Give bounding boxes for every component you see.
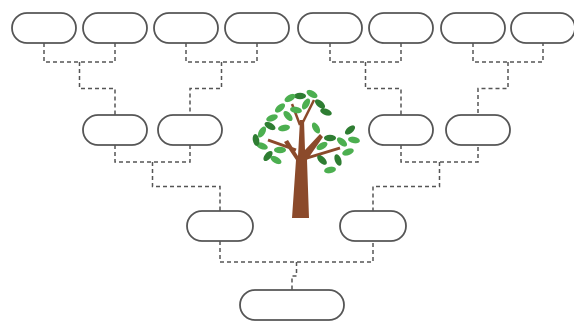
connector-bracket: [400, 145, 479, 163]
tree-trunk: [284, 120, 323, 218]
person-box-shape: [445, 114, 511, 146]
connector-drop: [151, 162, 221, 211]
tree-leaf: [274, 103, 286, 113]
tree-leaf: [283, 110, 293, 122]
person-box-shape: [368, 114, 434, 146]
person-box-shape: [368, 12, 434, 44]
person-box-shape: [297, 12, 363, 44]
connector-drop: [364, 62, 402, 115]
tree-leaf: [314, 99, 326, 109]
connector-bracket: [185, 43, 258, 63]
tree-leaf: [294, 92, 306, 100]
person-box-gen3-1[interactable]: [82, 114, 148, 146]
tree-branch: [301, 99, 316, 123]
person-box-shape: [153, 12, 219, 44]
person-box-shape: [82, 114, 148, 146]
connector-drop: [189, 62, 223, 115]
person-box-shape: [224, 12, 290, 44]
tree-branch: [267, 138, 297, 152]
tree-leaf: [301, 98, 311, 110]
person-box-gen4-3[interactable]: [153, 12, 219, 44]
person-box-gen2-2[interactable]: [339, 210, 407, 242]
person-box-gen4-7[interactable]: [440, 12, 506, 44]
person-box-shape: [11, 12, 77, 44]
tree-leaf: [334, 154, 342, 166]
connector-bracket: [472, 43, 544, 63]
person-box-gen3-3[interactable]: [368, 114, 434, 146]
connector-drop: [372, 162, 441, 211]
person-box-gen1-1[interactable]: [239, 289, 345, 321]
tree-leaf: [274, 146, 286, 154]
tree-leaf: [263, 150, 273, 162]
tree-leaf: [264, 121, 276, 131]
connector-bracket: [114, 145, 191, 163]
connector-drop: [78, 62, 116, 115]
person-box-gen4-2[interactable]: [82, 12, 148, 44]
tree-leaf: [342, 148, 354, 156]
person-box-gen4-4[interactable]: [224, 12, 290, 44]
person-box-shape: [510, 12, 574, 44]
tree-leaf: [270, 155, 282, 165]
tree-leaf: [320, 108, 332, 116]
tree-leaf: [284, 93, 296, 103]
person-box-gen4-6[interactable]: [368, 12, 434, 44]
person-box-gen4-5[interactable]: [297, 12, 363, 44]
tree-leaf: [257, 126, 267, 138]
person-box-gen4-1[interactable]: [11, 12, 77, 44]
tree-leaf: [252, 134, 260, 146]
person-box-gen3-4[interactable]: [445, 114, 511, 146]
person-box-shape: [339, 210, 407, 242]
tree-leaf: [278, 124, 290, 132]
tree-illustration-icon: [252, 89, 360, 218]
tree-leaf: [336, 137, 348, 147]
person-box-shape: [186, 210, 254, 242]
tree-leaf: [290, 106, 302, 114]
tree-leaf: [324, 166, 336, 174]
person-box-shape: [440, 12, 506, 44]
tree-leaf: [311, 122, 321, 134]
person-boxes: [11, 12, 574, 321]
tree-leaf: [317, 155, 327, 165]
connector-drop: [291, 262, 298, 290]
tree-leaf: [256, 142, 268, 150]
connectors: [43, 43, 544, 290]
tree-leaf: [348, 136, 360, 144]
person-box-gen2-1[interactable]: [186, 210, 254, 242]
person-box-gen4-8[interactable]: [510, 12, 574, 44]
tree-leaf: [266, 114, 278, 122]
connector-bracket: [43, 43, 116, 63]
tree-leaf: [306, 89, 318, 99]
person-box-gen3-2[interactable]: [157, 114, 223, 146]
person-box-shape: [82, 12, 148, 44]
connector-drop: [477, 62, 509, 115]
tree-leaf: [324, 134, 336, 142]
tree-branch: [306, 146, 341, 160]
tree-leaf: [344, 125, 356, 135]
connector-bracket: [219, 241, 374, 263]
tree-leaf: [316, 141, 328, 151]
person-box-shape: [239, 289, 345, 321]
connector-bracket: [329, 43, 402, 63]
person-box-shape: [157, 114, 223, 146]
